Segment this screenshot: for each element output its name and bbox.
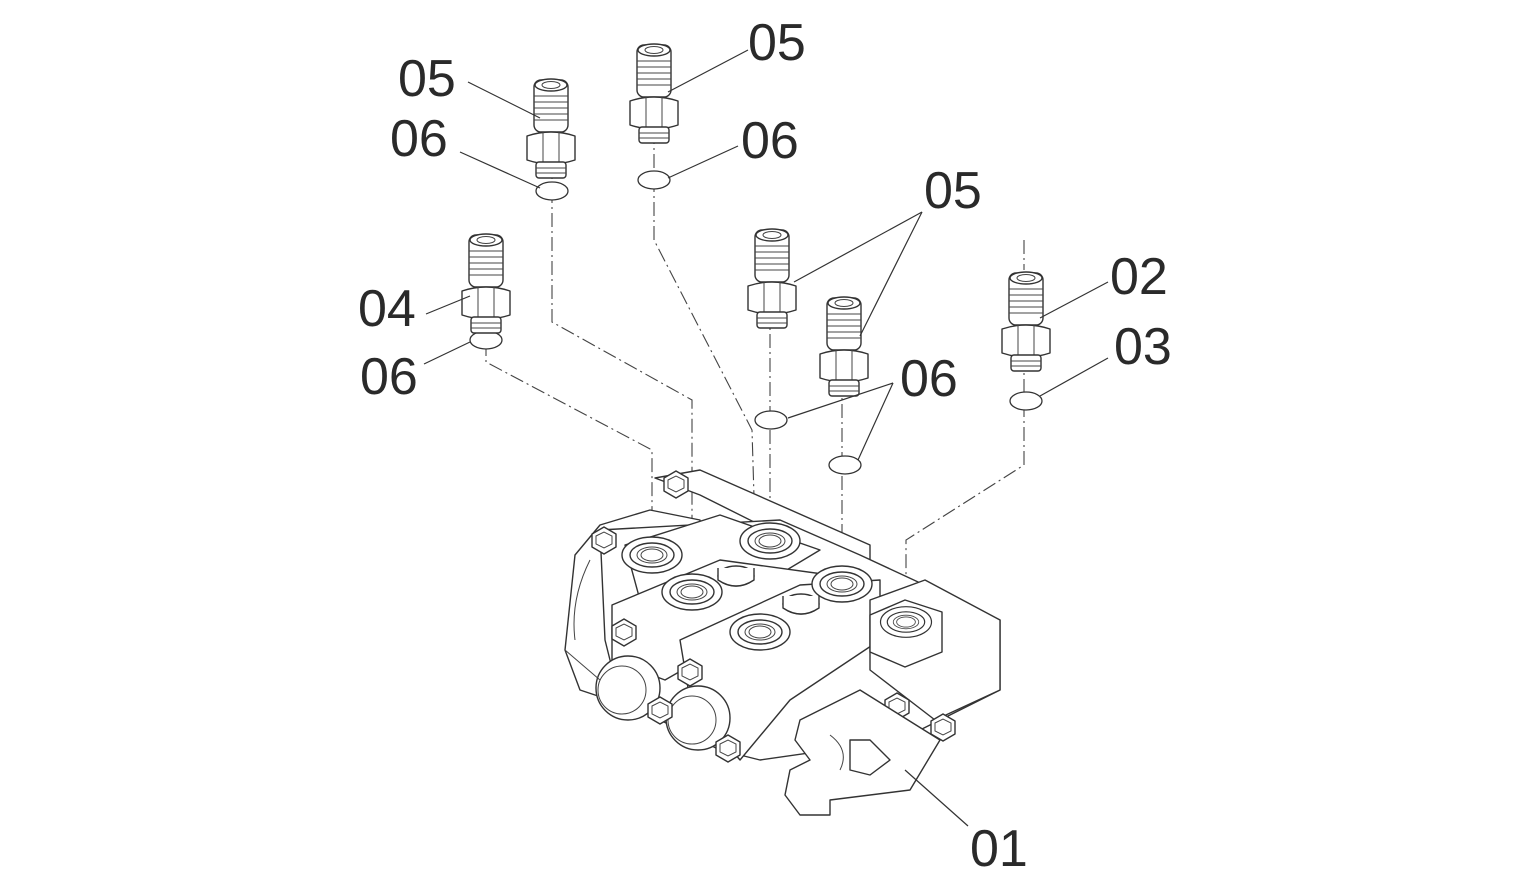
label-04: 04 [358, 280, 416, 338]
fitting-02 [1001, 271, 1051, 372]
washers [469, 170, 1043, 475]
label-05-left: 05 [398, 50, 456, 108]
fittings [461, 43, 1051, 397]
plug-1 [717, 565, 755, 587]
port-c [661, 573, 723, 611]
part-labels: 05 06 05 06 05 04 06 06 02 03 01 [358, 14, 1172, 878]
washer-06-e [828, 455, 862, 475]
label-06-top: 06 [741, 112, 799, 170]
washer-03 [1009, 391, 1043, 411]
fitting-05-right [819, 296, 869, 397]
label-06-middle: 06 [900, 350, 958, 408]
spool-cap-1 [564, 649, 661, 721]
fitting-05-top [629, 43, 679, 144]
port-a [621, 536, 683, 574]
valve-block [564, 469, 1001, 816]
label-06-left: 06 [390, 110, 448, 168]
port-d [811, 565, 873, 603]
label-01: 01 [970, 820, 1028, 878]
fitting-05-left [526, 78, 576, 179]
label-02: 02 [1110, 248, 1168, 306]
leader-lines [423, 49, 1109, 827]
port-b [739, 522, 801, 560]
label-05-top: 05 [748, 14, 806, 72]
washer-06-c [469, 330, 503, 350]
fitting-04 [461, 233, 511, 334]
washer-06-b [637, 170, 671, 190]
washer-06-a [535, 181, 569, 201]
plug-2 [782, 593, 820, 615]
washer-06-d [754, 410, 788, 430]
port-e [729, 613, 791, 651]
label-06-lower-left: 06 [360, 348, 418, 406]
fitting-05-middle [747, 228, 797, 329]
label-05-middle: 05 [924, 162, 982, 220]
label-03: 03 [1114, 318, 1172, 376]
